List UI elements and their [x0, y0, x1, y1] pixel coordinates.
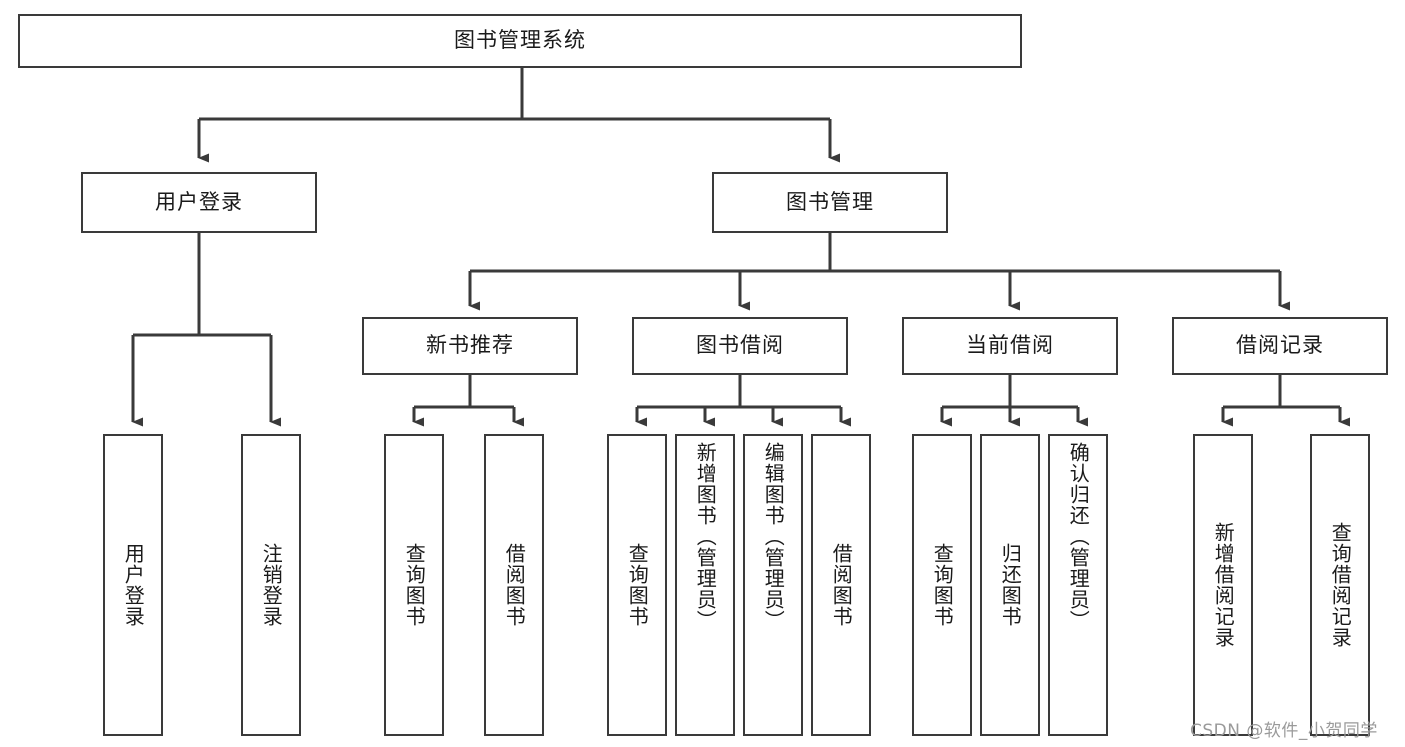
node-leaf-borrow-book-1[interactable]: 借阅图书: [484, 434, 544, 736]
node-current-borrow-label: 当前借阅: [966, 333, 1054, 358]
node-leaf-add-borrow-record-label: 新增借阅记录: [1211, 522, 1236, 648]
node-user-login-label: 用户登录: [155, 189, 243, 214]
node-leaf-borrow-book-2[interactable]: 借阅图书: [811, 434, 871, 736]
node-leaf-edit-book-admin[interactable]: 编辑图书（管理员）: [743, 434, 803, 736]
node-leaf-return-book-label: 归还图书: [998, 543, 1023, 627]
node-leaf-edit-book-admin-label: 编辑图书（管理员）: [761, 442, 786, 631]
node-leaf-query-borrow-record-label: 查询借阅记录: [1328, 522, 1353, 648]
node-leaf-query-book-3[interactable]: 查询图书: [912, 434, 972, 736]
node-leaf-user-login-label: 用户登录: [121, 543, 146, 627]
node-leaf-add-book-admin[interactable]: 新增图书（管理员）: [675, 434, 735, 736]
node-borrow-record[interactable]: 借阅记录: [1172, 317, 1388, 375]
node-user-login[interactable]: 用户登录: [81, 172, 317, 233]
node-root-label: 图书管理系统: [454, 28, 586, 53]
csdn-watermark: CSDN @软件_小贺同学: [1190, 721, 1378, 741]
node-book-manage-label: 图书管理: [786, 189, 874, 214]
node-leaf-return-book[interactable]: 归还图书: [980, 434, 1040, 736]
node-leaf-confirm-return-admin-label: 确认归还（管理员）: [1066, 442, 1091, 631]
node-leaf-query-book-1[interactable]: 查询图书: [384, 434, 444, 736]
node-leaf-confirm-return-admin[interactable]: 确认归还（管理员）: [1048, 434, 1108, 736]
node-book-borrow[interactable]: 图书借阅: [632, 317, 848, 375]
node-leaf-logout-login-label: 注销登录: [259, 543, 284, 627]
node-leaf-query-book-3-label: 查询图书: [930, 543, 955, 627]
node-leaf-borrow-book-2-label: 借阅图书: [829, 543, 854, 627]
node-leaf-add-book-admin-label: 新增图书（管理员）: [693, 442, 718, 631]
node-leaf-query-book-1-label: 查询图书: [402, 543, 427, 627]
node-book-manage[interactable]: 图书管理: [712, 172, 948, 233]
node-leaf-query-book-2[interactable]: 查询图书: [607, 434, 667, 736]
node-borrow-record-label: 借阅记录: [1236, 333, 1324, 358]
node-leaf-borrow-book-1-label: 借阅图书: [502, 543, 527, 627]
node-leaf-query-borrow-record[interactable]: 查询借阅记录: [1310, 434, 1370, 736]
node-leaf-logout-login[interactable]: 注销登录: [241, 434, 301, 736]
node-current-borrow[interactable]: 当前借阅: [902, 317, 1118, 375]
node-new-book-recommend-label: 新书推荐: [426, 333, 514, 358]
node-leaf-add-borrow-record[interactable]: 新增借阅记录: [1193, 434, 1253, 736]
node-root[interactable]: 图书管理系统: [18, 14, 1022, 68]
node-book-borrow-label: 图书借阅: [696, 333, 784, 358]
node-new-book-recommend[interactable]: 新书推荐: [362, 317, 578, 375]
node-leaf-query-book-2-label: 查询图书: [625, 543, 650, 627]
node-leaf-user-login[interactable]: 用户登录: [103, 434, 163, 736]
